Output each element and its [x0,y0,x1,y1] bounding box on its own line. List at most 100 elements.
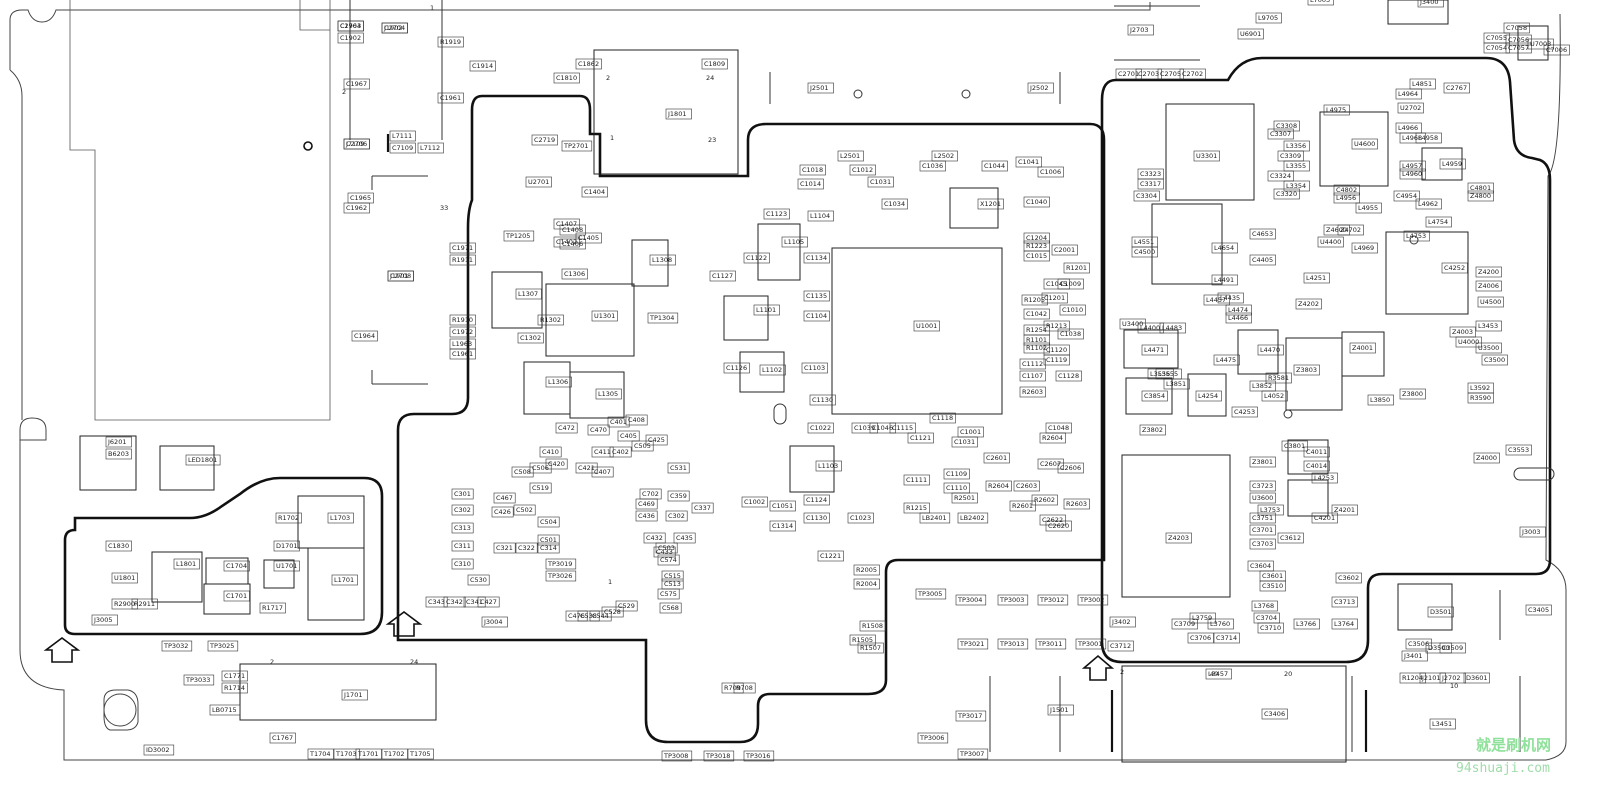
component-label: L1306 [548,378,568,386]
ic-l1703 [297,495,365,549]
component-label: L4851 [1412,80,1432,88]
component-pad [1467,190,1494,202]
component-label: L3457 [1208,670,1228,678]
component-label: C341 [466,598,483,606]
component-pad [1127,24,1154,36]
component-pad [1415,132,1442,144]
component-label: C1010 [1062,306,1083,314]
component-label: TP3026 [547,572,572,580]
component-label: C1771 [224,672,245,680]
component-label: C1962 [346,204,367,212]
component-label: R1223 [1026,242,1047,250]
component-pad [449,242,476,254]
component-pad [1249,254,1276,266]
component-pad [807,210,834,222]
component-label: C1972 [452,328,473,336]
component-label: C1040 [1026,198,1047,206]
component-pad [1165,532,1192,544]
component-pad [1475,266,1502,278]
component-label: C4954 [1396,192,1417,200]
component-label: L1103 [818,462,838,470]
component-label: C2704 [384,24,405,32]
component-pad [259,602,286,614]
component-label: L1307 [518,290,538,298]
component-label: L1102 [762,366,782,374]
component-pad [1211,242,1238,254]
component-pad [1409,78,1436,90]
component-pad [1057,462,1084,474]
component-pad [337,20,364,32]
component-label: C1112 [1022,360,1043,368]
component-pad [1303,446,1330,458]
component-pad [381,748,408,760]
component-pad [1009,500,1036,512]
component-label: C302 [668,512,685,520]
component-label: R2603 [1066,500,1087,508]
component-label: C467 [496,494,513,502]
component-label: U3500 [1478,344,1499,352]
component-label: C3323 [1140,170,1161,178]
component-label: C4802 [1336,186,1357,194]
component-label: L4957 [1402,162,1422,170]
component-label: C3506 [1408,640,1429,648]
component-pad [591,466,614,478]
component-pad [1019,386,1046,398]
component-pad [903,502,930,514]
component-pad [451,558,474,570]
component-pad [389,142,416,154]
component-label: C1130 [806,514,827,522]
component-pad [595,388,622,400]
component-pad [1207,618,1234,630]
component-pad [1503,22,1530,34]
component-label: L3356 [1286,142,1306,150]
component-pad [223,560,250,572]
component-pad [511,466,534,478]
component-label: C2767 [1446,84,1467,92]
component-label: U3301 [1196,152,1217,160]
component-label: L4475 [1216,356,1236,364]
component-label: C1961 [440,94,461,102]
component-label: L4251 [1306,274,1326,282]
component-label: C436 [638,512,655,520]
component-pad [907,432,934,444]
component-label: R1508 [862,622,883,630]
component-label: C1127 [712,272,733,280]
component-label: C310 [454,560,471,568]
component-label: C420 [548,460,565,468]
component-label: C1031 [954,438,975,446]
component-label: R1919 [440,38,461,46]
component-labels: J1902J1901J7109C1903C1902C1967R1919C1914… [93,0,1567,760]
component-pad [1141,390,1168,402]
component-label: C3304 [1136,192,1157,200]
component-label: C2703 [1138,70,1159,78]
component-label: U2701 [528,178,549,186]
component-pad [131,598,158,610]
ic-u1701 [263,559,295,589]
component-pad [1139,424,1166,436]
component-label: C1128 [1058,372,1079,380]
component-label: C1767 [272,734,293,742]
component-pad [1037,166,1064,178]
component-pad [609,446,632,458]
component-label: L7003 [1310,0,1330,4]
component-label: C530 [470,576,487,584]
component-label: L2501 [840,152,860,160]
component-pad [425,596,448,608]
component-pad [851,422,878,434]
component-label: C3307 [1270,130,1291,138]
component-pad [917,732,949,744]
component-pad [223,590,250,602]
component-pad [1023,250,1050,262]
component-label: C401 [610,418,627,426]
ic-j3400 [1387,0,1449,25]
component-pad [1317,236,1344,248]
component-pad [111,598,138,610]
component-label: C3604 [1250,562,1271,570]
ic-x1201 [949,187,999,229]
component-pad [703,750,735,762]
orientation-arrows [43,611,1115,681]
component-pad [173,558,200,570]
component-pad [859,620,886,632]
component-pad [1051,244,1078,256]
component-pad [591,446,614,458]
